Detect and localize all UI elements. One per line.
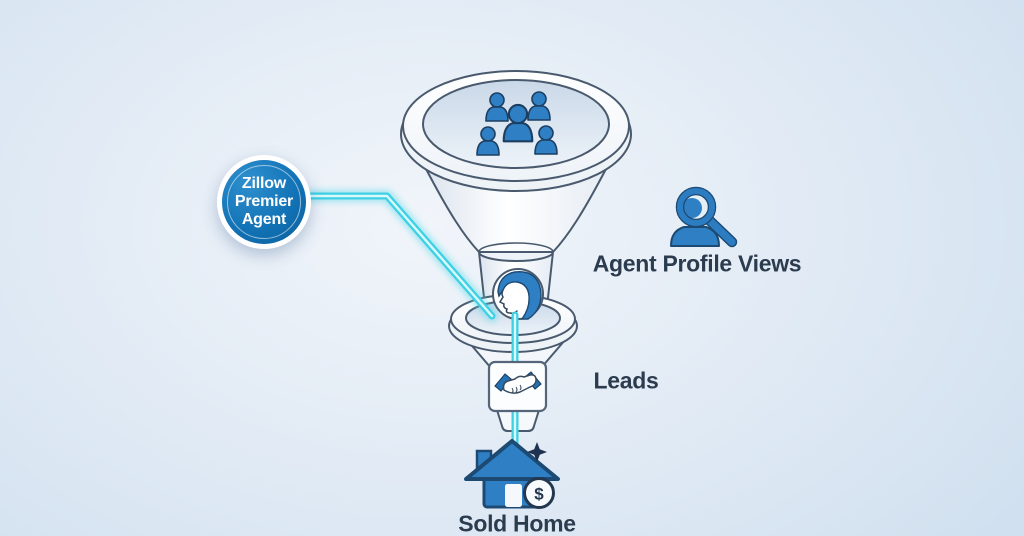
sparkle-icon (527, 442, 547, 462)
house-roof (464, 439, 560, 481)
stem-seam (478, 242, 554, 262)
zillow-premier-agent-badge: Zillow Premier Agent (217, 155, 311, 249)
dollar-coin (523, 477, 555, 509)
search-person-head (682, 198, 702, 218)
badge-line-3: Agent (241, 211, 287, 228)
flow-line-from-badge (302, 190, 498, 322)
label-leads: Leads (593, 367, 659, 394)
magnifier-ring (677, 188, 715, 226)
house-door (505, 484, 522, 507)
agent-profile-search-icon (670, 186, 738, 248)
dollar-sign: $ (534, 485, 544, 504)
profile-hair (497, 271, 542, 320)
label-sold-home: Sold Home (458, 510, 576, 536)
handshake-left-sleeve (494, 373, 512, 392)
sold-home-icon: $ (464, 439, 560, 509)
handshake-hands (502, 374, 537, 394)
handshake-fingers (511, 384, 522, 394)
label-agent-profile-views: Agent Profile Views (592, 250, 802, 277)
badge-text: Zillow Premier Agent (235, 175, 293, 229)
people-group-icon (476, 91, 558, 156)
search-person-shoulders (670, 226, 720, 247)
handshake-icon (487, 360, 548, 413)
badge-line-1: Zillow (241, 175, 287, 192)
badge-inner-ring (227, 165, 301, 239)
badge-line-2: Premier (234, 193, 294, 210)
magnifier-handle (704, 215, 736, 246)
